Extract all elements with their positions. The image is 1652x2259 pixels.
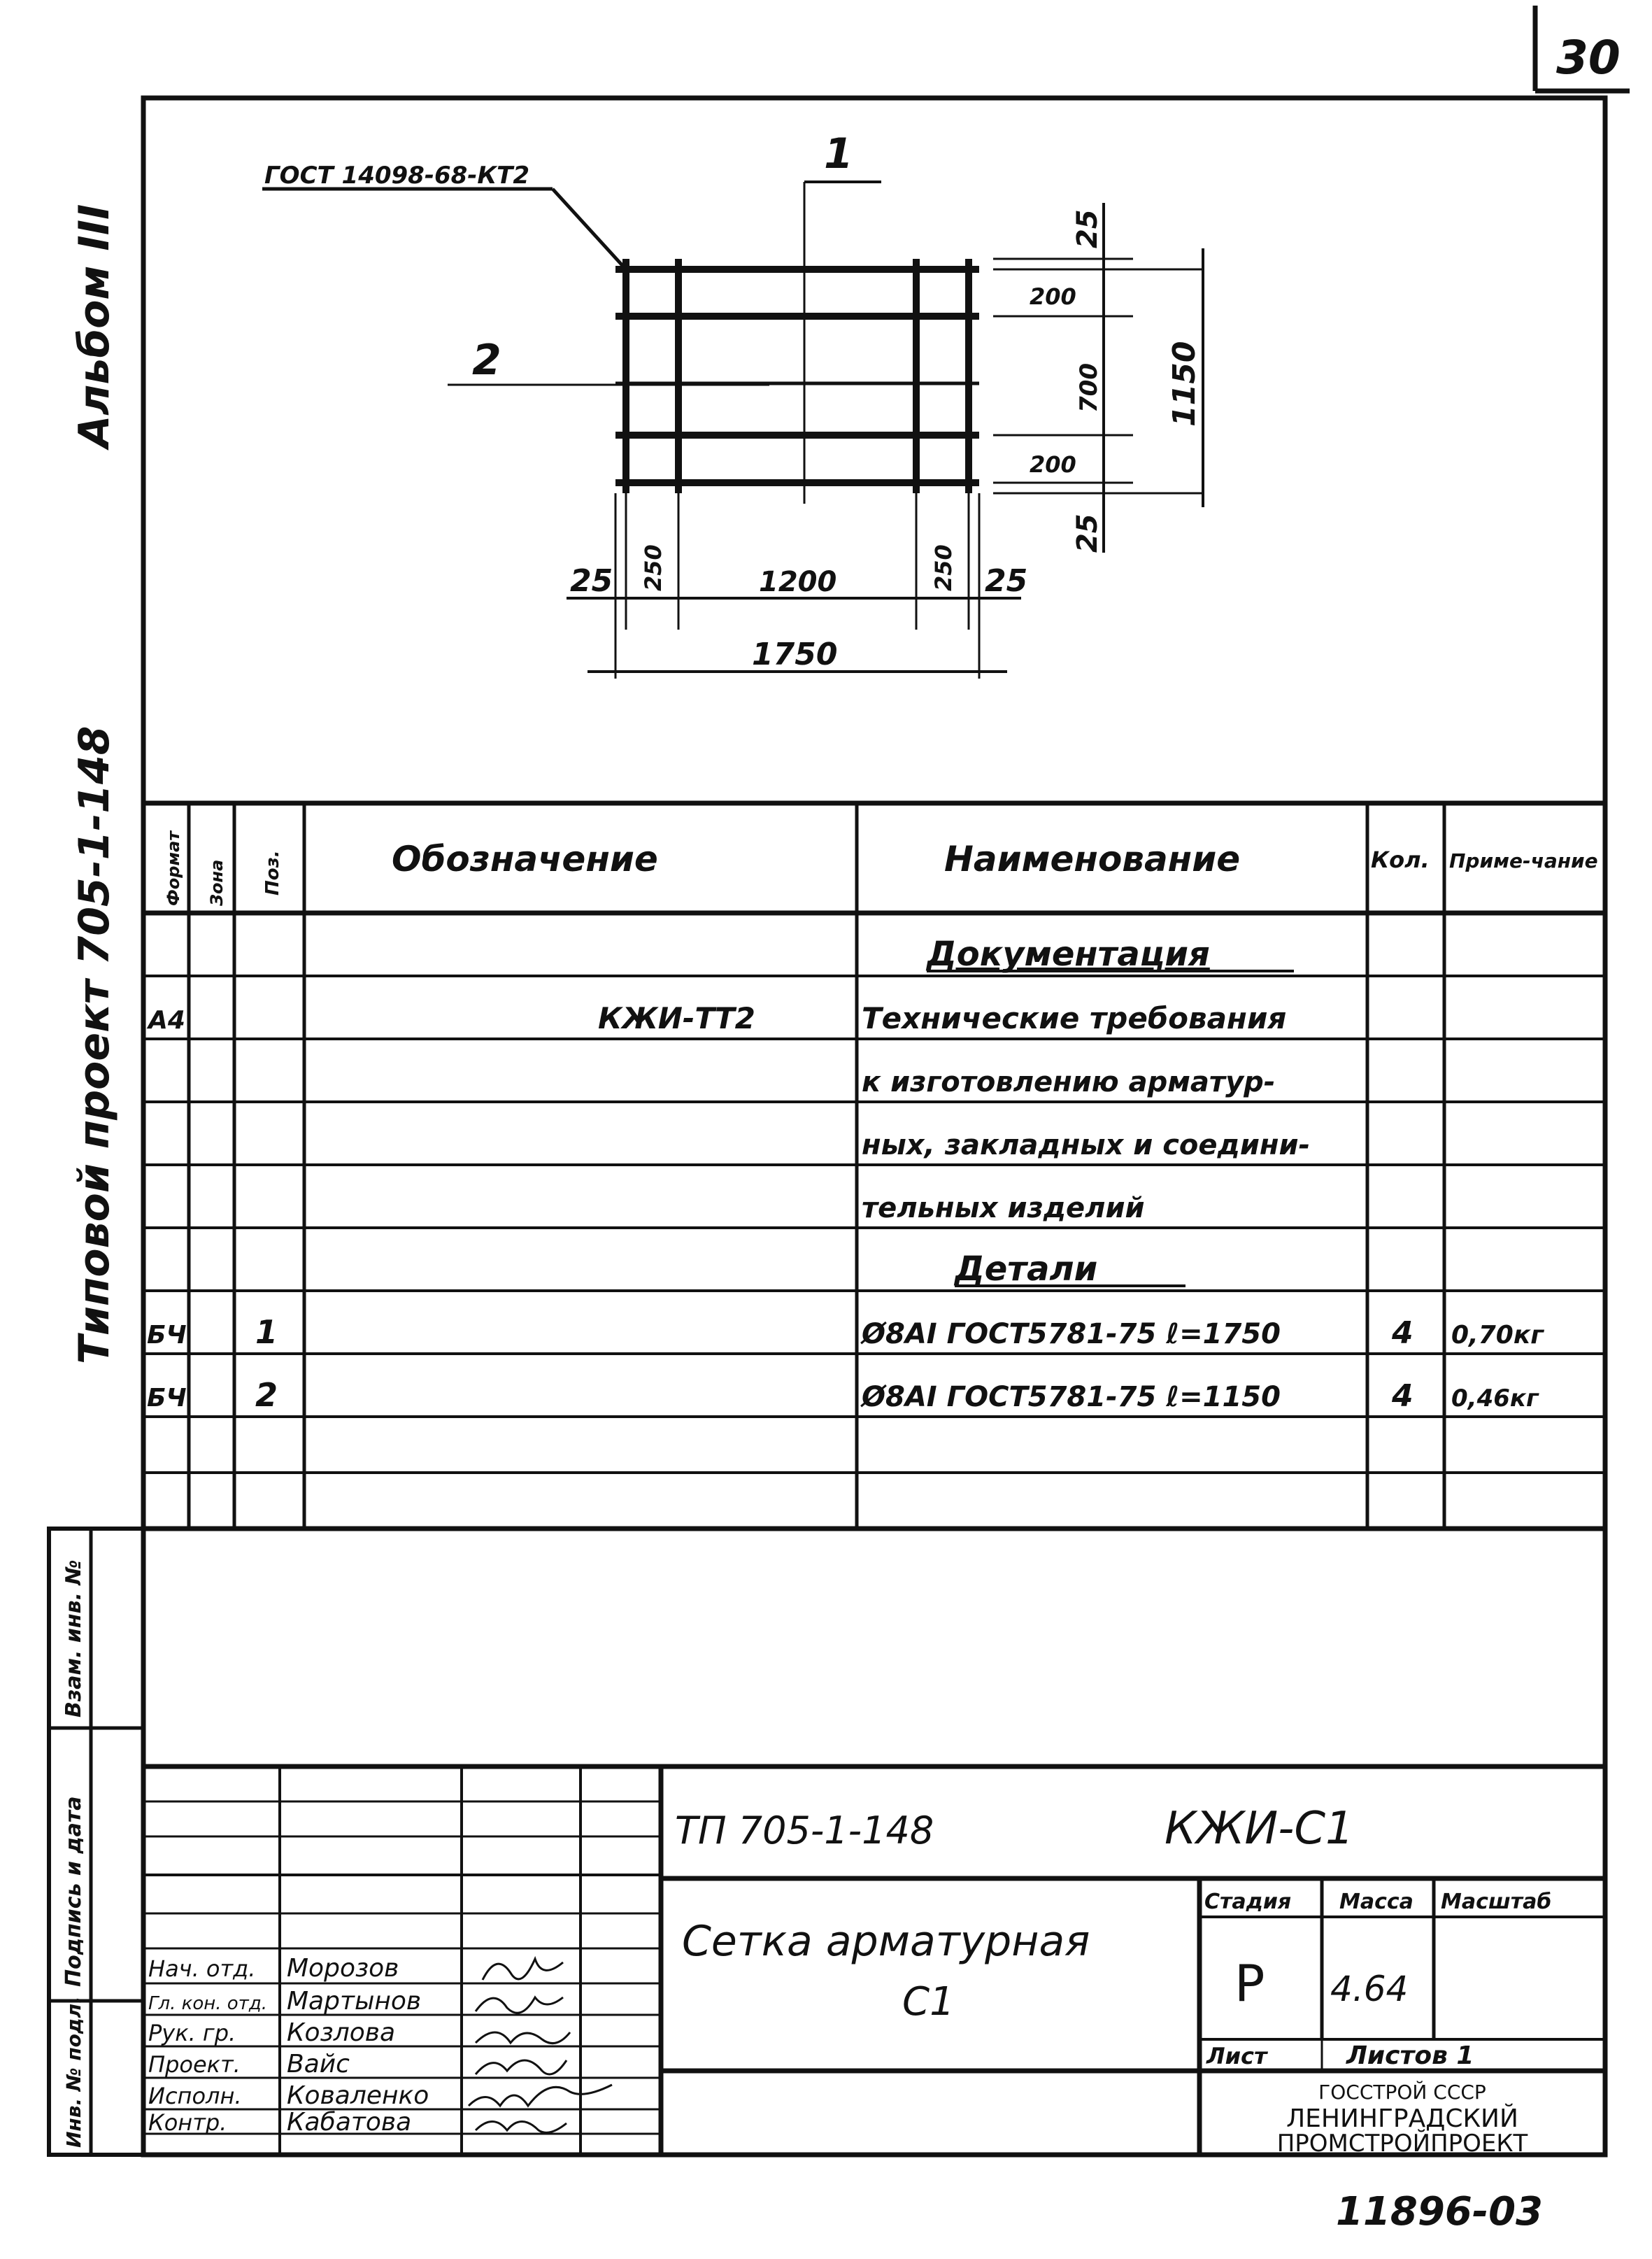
specification-table: Формат Зона Поз. Обозначение Наименовани… <box>143 800 1605 1531</box>
row-1-name: Документация <box>925 935 1210 974</box>
margin-stamp-column: Взам. инв. № Подпись и дата Инв. № подл. <box>47 1527 145 2157</box>
row-8-note: 0,46кг <box>1451 1385 1539 1412</box>
position-1-label: 1 <box>824 129 853 178</box>
sheet-frame <box>141 95 1608 2158</box>
row-7-format: БЧ <box>147 1321 187 1350</box>
role-5: Исполн. <box>148 2083 242 2109</box>
title-code: ТП 705-1-148 <box>675 1808 934 1853</box>
role-2: Гл. кон. отд. <box>148 1993 267 2014</box>
title-mark: КЖИ-С1 <box>1165 1803 1354 1855</box>
position-2-label: 2 <box>472 336 501 385</box>
role-3: Рук. гр. <box>148 2020 236 2046</box>
sheet-label: Лист <box>1206 2043 1269 2069</box>
row-8-format: БЧ <box>147 1384 187 1412</box>
row-6-name: Детали <box>953 1249 1097 1289</box>
gost-label: ГОСТ 14098-68-КТ2 <box>264 162 529 190</box>
drawing-title-line1: Сетка арматурная <box>682 1917 1090 1966</box>
dim-bottom-1: 25 <box>570 563 613 599</box>
sheets-label: Листов 1 <box>1346 2041 1474 2070</box>
drawing-title-line2: С1 <box>902 1979 955 2025</box>
stage-value: Р <box>1234 1954 1265 2013</box>
person-6: Кабатова <box>287 2108 411 2137</box>
title-block: ТП 705-1-148 КЖИ-С1 Сетка арматурная С1 … <box>143 1764 1605 2158</box>
margin-podpis-label: Подпись и дата <box>62 1797 86 1987</box>
role-4: Проект. <box>148 2051 241 2078</box>
dim-bottom-2: 250 <box>640 544 667 591</box>
dim-bottom-4: 250 <box>930 544 957 591</box>
archive-code: 11896-03 <box>1336 2189 1543 2235</box>
dim-right-4: 200 <box>1030 451 1076 478</box>
dim-total-height: 1150 <box>1167 341 1202 427</box>
row-7-name: Ø8AI ГОСТ5781-75 ℓ=1750 <box>860 1318 1281 1350</box>
person-5: Коваленко <box>287 2081 429 2110</box>
margin-inv-label: Инв. № подл. <box>62 1996 85 2148</box>
stage-label: Стадия <box>1204 1890 1291 1914</box>
row-2-format: А4 <box>146 1006 185 1035</box>
page-number: 30 <box>1556 31 1621 85</box>
role-6: Контр. <box>148 2109 227 2136</box>
org-line-3: ПРОМСТРОЙПРОЕКТ <box>1277 2129 1528 2158</box>
header-zone: Зона <box>207 860 227 907</box>
row-7-pos: 1 <box>255 1313 278 1351</box>
mesh-drawing: ГОСТ 14098-68-КТ2 1 2 25 250 1200 250 25 <box>262 129 1204 679</box>
row-7-note: 0,70кг <box>1451 1321 1544 1350</box>
dim-right-1: 25 <box>1071 209 1104 248</box>
row-5-name: тельных изделий <box>862 1192 1145 1224</box>
person-3: Козлова <box>287 2018 395 2047</box>
project-label: Типовой проект 705-1-148 <box>70 725 119 1364</box>
person-4: Вайс <box>287 2050 350 2079</box>
row-7-qty: 4 <box>1391 1315 1414 1351</box>
header-pos: Поз. <box>262 850 283 895</box>
dim-right-2: 200 <box>1030 283 1076 310</box>
row-3-name: к изготовлению арматур- <box>862 1066 1275 1098</box>
dim-right-3: 700 <box>1075 363 1103 413</box>
header-designation: Обозначение <box>392 839 658 879</box>
dim-bottom-5: 25 <box>985 563 1027 599</box>
header-format: Формат <box>164 830 183 906</box>
header-note: Приме-чание <box>1449 849 1598 872</box>
page-number-box: 30 <box>1532 6 1630 94</box>
header-qty: Кол. <box>1371 847 1430 873</box>
margin-vzam-label: Взам. инв. № <box>62 1559 86 1718</box>
header-name: Наименование <box>944 839 1240 879</box>
person-1: Морозов <box>287 1954 399 1983</box>
person-2: Мартынов <box>287 1987 421 2016</box>
row-2-designation: КЖИ-ТТ2 <box>598 1001 755 1035</box>
scale-label: Масштаб <box>1441 1890 1551 1914</box>
mass-value: 4.64 <box>1330 1969 1408 2009</box>
row-8-name: Ø8AI ГОСТ5781-75 ℓ=1150 <box>860 1381 1281 1413</box>
org-line-2: ЛЕНИНГРАДСКИЙ <box>1286 2104 1518 2133</box>
row-2-name: Технические требования <box>862 1001 1286 1035</box>
signatures <box>467 1955 613 2134</box>
row-8-qty: 4 <box>1391 1378 1414 1414</box>
dim-right-5: 25 <box>1071 514 1104 553</box>
role-1: Нач. отд. <box>148 1955 255 1982</box>
mass-label: Масса <box>1339 1890 1414 1914</box>
row-8-pos: 2 <box>255 1376 278 1414</box>
dim-bottom-3: 1200 <box>759 566 836 598</box>
album-label: Альбом III <box>70 204 119 451</box>
row-4-name: ных, закладных и соедини- <box>862 1129 1310 1161</box>
org-line-1: ГОССТРОЙ СССР <box>1318 2080 1486 2104</box>
dim-total-width: 1750 <box>752 637 837 672</box>
